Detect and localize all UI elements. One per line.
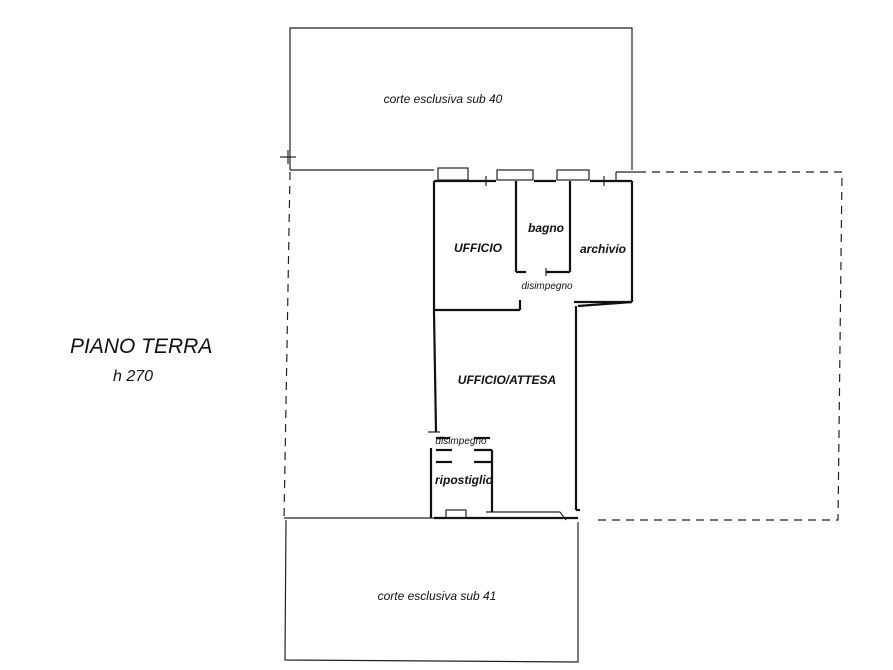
window-office bbox=[437, 167, 469, 181]
left-boundary-dashed bbox=[283, 171, 434, 521]
room-label-bathroom: bagno bbox=[528, 221, 564, 235]
courtyard-top-label: corte esclusiva sub 40 bbox=[384, 92, 503, 106]
apartment-walls bbox=[428, 167, 638, 521]
room-label-archive: archivio bbox=[580, 242, 626, 256]
room-label-hallway-top: disimpegno bbox=[521, 281, 573, 292]
right-annex-dashed bbox=[592, 171, 843, 521]
room-label-office-waiting: UFFICIO/ATTESA bbox=[458, 373, 556, 387]
room-label-office: UFFICIO bbox=[454, 241, 503, 255]
window-storage bbox=[445, 509, 467, 519]
floor-height: h 270 bbox=[113, 368, 153, 385]
room-label-storage: ripostiglio bbox=[435, 473, 493, 487]
courtyard-bottom-outline bbox=[284, 519, 579, 663]
window-archive bbox=[556, 169, 590, 181]
window-bathroom bbox=[496, 169, 534, 181]
courtyard-bottom-label: corte esclusiva sub 41 bbox=[378, 589, 497, 603]
floor-title: PIANO TERRA bbox=[70, 335, 212, 358]
courtyard-top-outline bbox=[280, 27, 633, 171]
room-label-hallway-bottom: disimpegno bbox=[435, 436, 487, 447]
